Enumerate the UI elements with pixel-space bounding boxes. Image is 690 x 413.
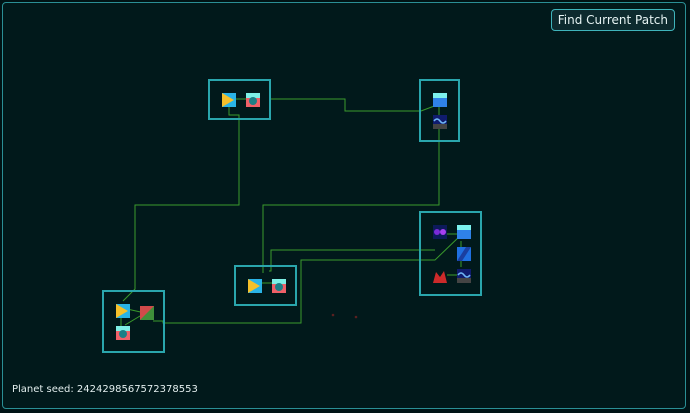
red-crawler-icon — [433, 269, 447, 283]
autotroph-yellow-cyan-icon — [222, 93, 236, 107]
predator-red-cyan-icon — [116, 326, 130, 340]
background-star — [354, 315, 358, 319]
blue-shard-icon — [457, 247, 471, 261]
patch-middle[interactable] — [234, 265, 297, 306]
patch-right-cluster[interactable] — [419, 211, 482, 296]
autotroph-yellow-cyan-icon — [248, 279, 262, 293]
planet-seed-label: Planet seed: 2424298567572378553 — [12, 384, 198, 395]
connection-line — [262, 129, 440, 273]
wave-swimmer-navy-icon — [433, 115, 447, 129]
patch-top-right[interactable] — [419, 79, 460, 142]
connection-line — [153, 234, 462, 324]
autotroph-yellow-cyan-icon — [116, 304, 130, 318]
patch-map[interactable] — [3, 3, 686, 409]
scavenger-red-green-icon — [140, 306, 154, 320]
purple-spore-icon — [433, 225, 447, 239]
background-star — [331, 313, 335, 317]
background-star — [240, 408, 242, 409]
connection-line — [269, 98, 438, 112]
patch-top-left[interactable] — [208, 79, 271, 120]
predator-red-cyan-icon — [246, 93, 260, 107]
predator-red-cyan-icon — [272, 279, 286, 293]
filter-feeder-blue-icon — [433, 93, 447, 107]
map-frame: Find Current Patch Planet seed: 24242985… — [2, 2, 686, 409]
patch-bottom-left[interactable] — [102, 290, 165, 353]
connection-line — [269, 249, 435, 272]
find-current-patch-button[interactable]: Find Current Patch — [550, 9, 675, 31]
connection-line — [122, 107, 240, 302]
wave-swimmer-navy-icon — [457, 269, 471, 283]
filter-feeder-blue-icon — [457, 225, 471, 239]
